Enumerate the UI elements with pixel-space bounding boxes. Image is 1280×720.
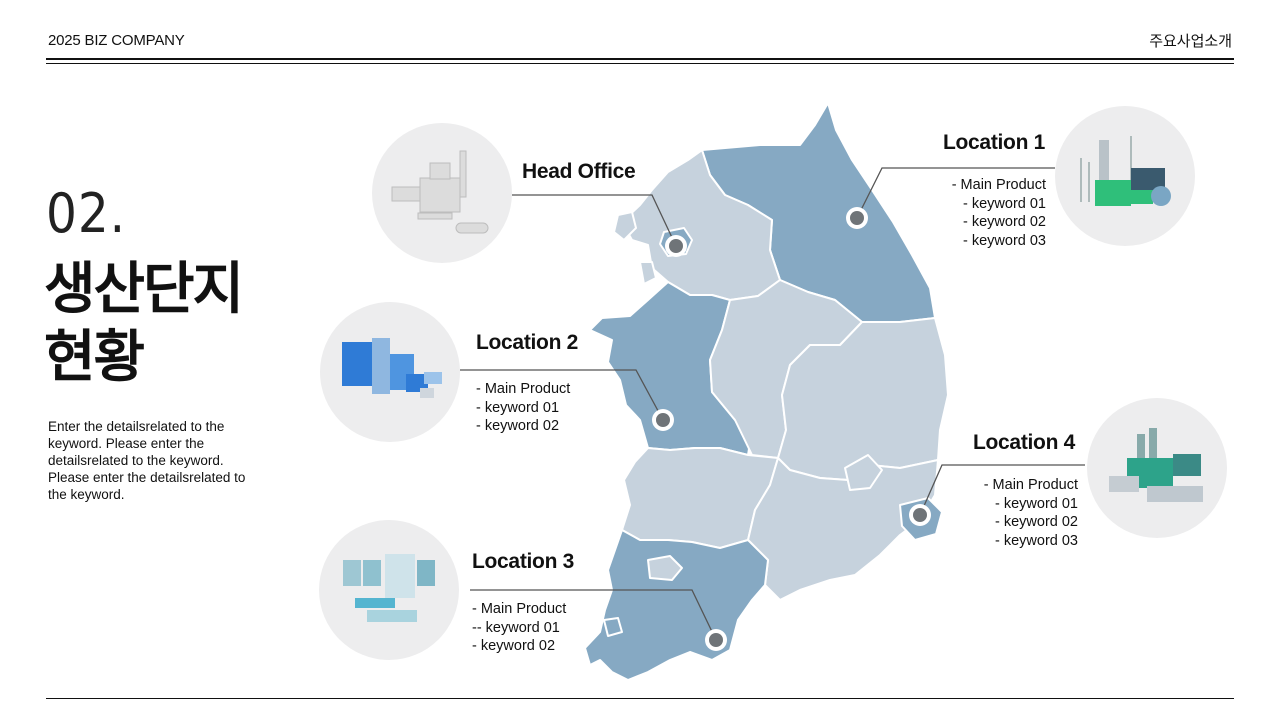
head-office-image: [372, 123, 512, 263]
leader-location-1: [856, 167, 1055, 219]
refinery-icon: [342, 338, 442, 398]
leader-location-4: [919, 464, 1085, 516]
leader-location-2: [460, 369, 664, 421]
head-office-title: Head Office: [522, 160, 636, 183]
factory-icon: [391, 150, 489, 234]
section-title: 생산단지 현황: [44, 257, 244, 390]
list-item: - Main Product: [983, 477, 1078, 493]
location-3-image: [319, 520, 459, 660]
list-item: - Main Product: [476, 381, 571, 397]
region-island-south: [603, 617, 623, 637]
list-item: - keyword 02: [476, 418, 560, 434]
marker-location-1: [846, 207, 868, 229]
leader-head-office: [512, 194, 677, 247]
footer-divider: [46, 698, 1234, 699]
location-4-list: - Main Product - keyword 01 - keyword 02…: [984, 476, 1078, 550]
marker-location-3: [705, 629, 727, 651]
plant-icon: [1080, 136, 1171, 206]
region-gwangju: [647, 555, 683, 581]
list-item: -- keyword 01: [472, 619, 560, 636]
list-item: - keyword 02: [472, 638, 556, 654]
region-island-west: [613, 211, 637, 241]
region-daegu: [844, 454, 883, 491]
list-item: - keyword 02: [962, 214, 1046, 230]
header-divider: [46, 58, 1234, 60]
location-4-title: Location 4: [973, 431, 1076, 454]
location-4-image: [1087, 398, 1227, 538]
marker-location-2: [652, 409, 674, 431]
location-1-title: Location 1: [943, 131, 1046, 154]
location-2-title: Location 2: [476, 331, 579, 354]
list-item: - keyword 01: [962, 195, 1046, 212]
section-label: 주요사업소개: [1149, 32, 1232, 50]
location-2-list: - Main Product - keyword 01 - keyword 02: [476, 380, 570, 436]
section-number: 02.: [46, 182, 127, 245]
header-divider-thin: [46, 63, 1234, 64]
location-3-list: - Main Product -- keyword 01 - keyword 0…: [472, 600, 566, 656]
location-2-image: [320, 302, 460, 442]
location-1-list: - Main Product - keyword 01 - keyword 02…: [952, 176, 1046, 250]
list-item: - keyword 03: [962, 232, 1046, 249]
list-item: - Main Product: [472, 601, 567, 617]
region-jeonnam: [584, 529, 769, 681]
list-item: - Main Product: [951, 177, 1046, 193]
region-island-west2: [639, 261, 657, 285]
section-description: Enter the detailsrelated to the keyword.…: [48, 419, 246, 502]
location-1-image: [1055, 106, 1195, 246]
leader-location-3: [470, 589, 717, 641]
marker-head-office: [665, 235, 687, 257]
industrial-icon: [1109, 428, 1203, 502]
list-item: - keyword 03: [994, 532, 1078, 549]
processing-icon: [343, 554, 435, 622]
company-name: 2025 BIZ COMPANY: [48, 32, 185, 49]
marker-location-4: [909, 504, 931, 526]
location-3-title: Location 3: [472, 550, 575, 573]
list-item: - keyword 02: [994, 514, 1078, 530]
list-item: - keyword 01: [476, 399, 560, 416]
list-item: - keyword 01: [994, 495, 1078, 512]
